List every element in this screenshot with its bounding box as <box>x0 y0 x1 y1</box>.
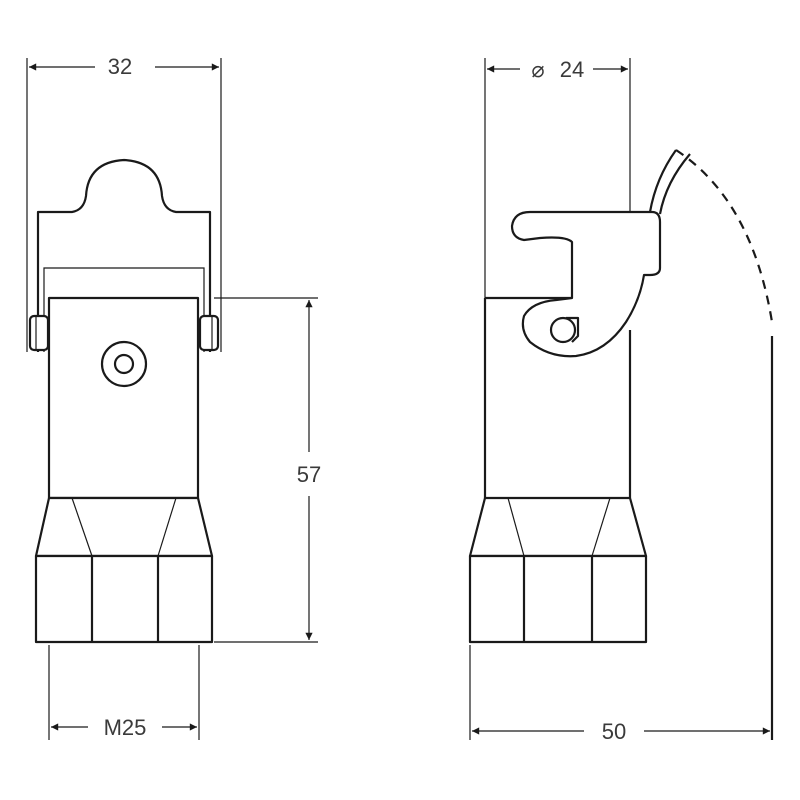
lever-handle-inner <box>648 149 677 213</box>
pivot-hole <box>549 316 577 344</box>
nut-facet-line-1 <box>71 497 93 557</box>
center-screw-outer <box>100 340 148 388</box>
side-nut-facet-line-2 <box>591 497 611 557</box>
locking-lever <box>36 158 212 352</box>
right-pivot-pin <box>198 314 220 352</box>
gland-nut-chamfer <box>34 496 214 558</box>
lever-swing-arc <box>675 149 774 323</box>
center-screw-inner <box>113 353 135 375</box>
side-width-symbol: ⌀ <box>531 57 544 82</box>
lever-inner-edge <box>43 267 205 352</box>
side-gland-nut-chamfer <box>468 496 648 558</box>
side-gland-nut <box>468 554 648 644</box>
nut-facet-line-2 <box>157 497 177 557</box>
thread-label: M25 <box>104 715 147 740</box>
side-view: ⌀ 24 50 <box>468 57 774 744</box>
front-view: 32 57 M25 <box>26 54 321 740</box>
pivot-detail <box>566 316 580 343</box>
side-locking-lever <box>510 210 662 358</box>
side-width-label: 24 <box>560 57 584 82</box>
front-width-label: 32 <box>108 54 132 79</box>
side-nut-facet-line-1 <box>507 497 525 557</box>
left-pivot-pin <box>28 314 50 352</box>
housing-body <box>47 296 200 500</box>
lever-handle-outer <box>658 153 691 215</box>
height-label: 57 <box>297 462 321 487</box>
gland-nut <box>34 554 214 644</box>
depth-label: 50 <box>602 719 626 744</box>
